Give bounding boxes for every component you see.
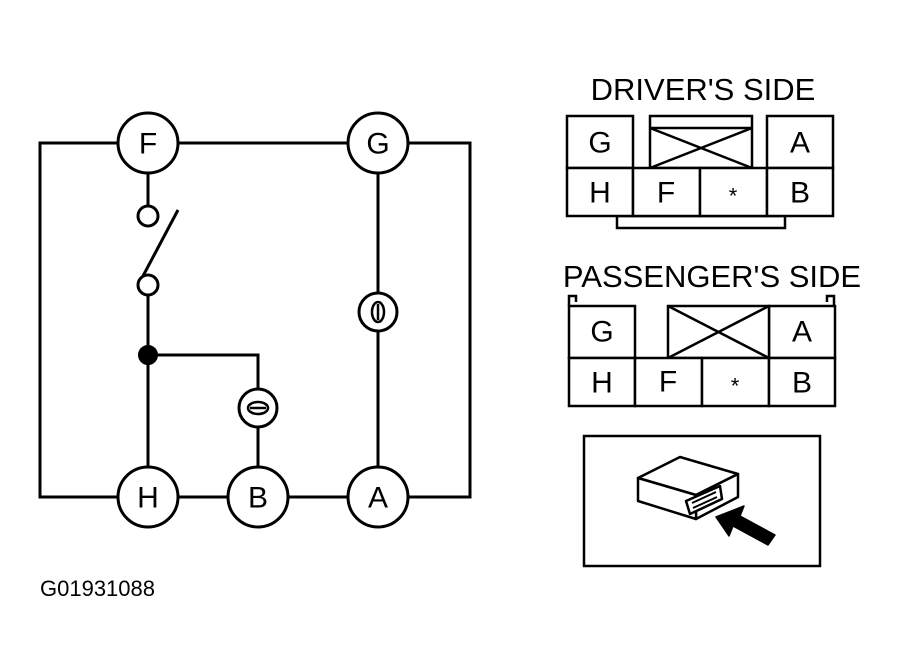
node-g: G bbox=[346, 111, 410, 175]
drivers-side-connector: G A H F * B bbox=[565, 114, 835, 230]
figure-code: G01931088 bbox=[40, 576, 155, 601]
drivers-pin-h: H bbox=[589, 177, 611, 210]
connector-tab-right bbox=[825, 294, 836, 306]
schematic-wires bbox=[38, 141, 472, 499]
component-location-inset bbox=[582, 434, 822, 568]
connector-latch bbox=[615, 214, 787, 230]
node-a-label: A bbox=[368, 482, 388, 515]
drivers-pin-star: * bbox=[729, 184, 738, 209]
drivers-side-title: DRIVER'S SIDE bbox=[591, 72, 816, 107]
module-icon bbox=[636, 455, 740, 521]
connector-tab-left bbox=[567, 294, 578, 306]
passengers-pin-b: B bbox=[792, 367, 812, 400]
drivers-pin-g: G bbox=[588, 127, 611, 160]
node-h: H bbox=[116, 465, 180, 529]
switch-contact-bottom bbox=[136, 273, 160, 297]
passengers-pin-g: G bbox=[590, 316, 613, 349]
node-f: F bbox=[116, 111, 180, 175]
arrow-icon bbox=[715, 505, 776, 546]
wire-junction-lamp bbox=[148, 353, 260, 390]
node-b: B bbox=[226, 465, 290, 529]
node-b-label: B bbox=[248, 482, 268, 515]
junction-dot bbox=[138, 345, 158, 365]
passengers-side-title: PASSENGER'S SIDE bbox=[563, 259, 861, 294]
bulb-icon bbox=[357, 291, 399, 333]
drivers-pin-b: B bbox=[790, 177, 810, 210]
node-f-label: F bbox=[139, 128, 157, 161]
passengers-pin-h: H bbox=[591, 367, 613, 400]
node-g-label: G bbox=[366, 128, 389, 161]
passengers-pin-f: F bbox=[659, 366, 677, 399]
drivers-pin-f: F bbox=[657, 177, 675, 210]
blocked-cavity bbox=[648, 114, 754, 170]
switch-lever bbox=[141, 209, 180, 277]
bulb-icon bbox=[237, 387, 279, 429]
wire-left-loop bbox=[38, 141, 118, 499]
node-a: A bbox=[346, 465, 410, 529]
passengers-pin-star: * bbox=[731, 374, 740, 399]
wire-right-loop bbox=[408, 141, 472, 499]
passengers-pin-a: A bbox=[792, 316, 812, 349]
drivers-pin-a: A bbox=[790, 127, 810, 160]
passengers-side-connector: G A H F * B bbox=[567, 294, 837, 408]
node-h-label: H bbox=[137, 482, 159, 515]
switch-contact-top bbox=[136, 204, 160, 228]
